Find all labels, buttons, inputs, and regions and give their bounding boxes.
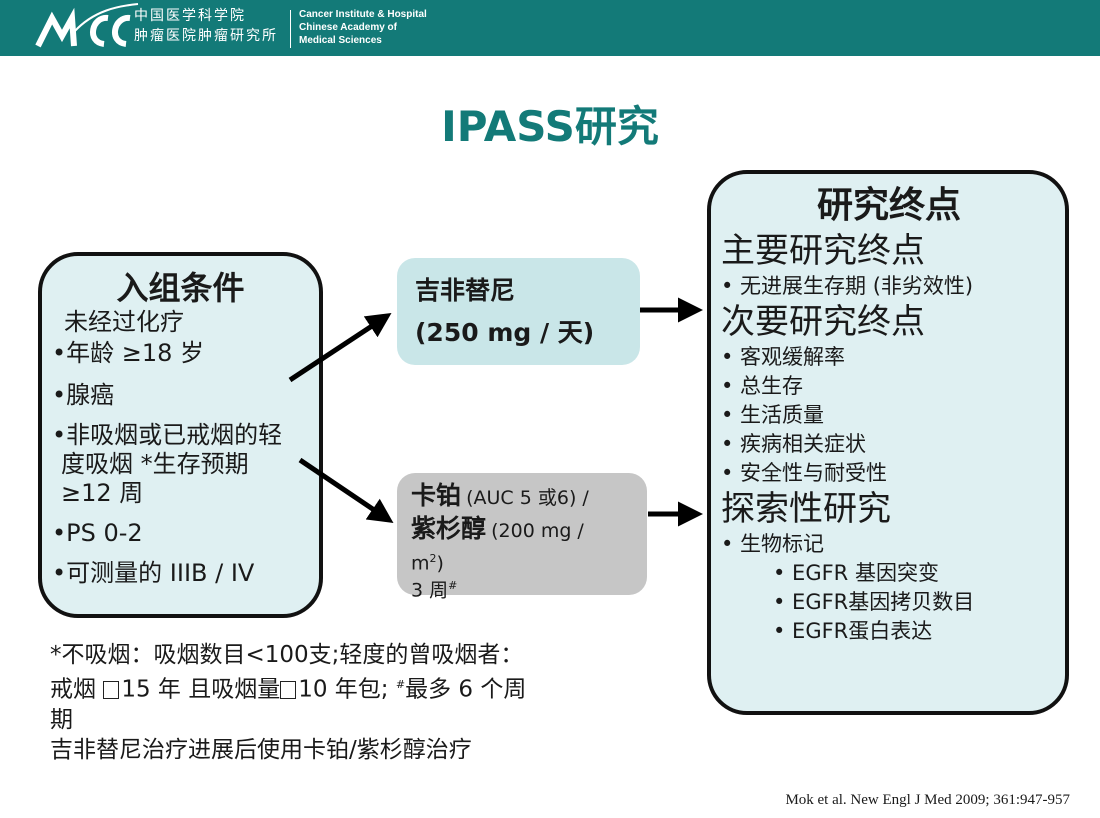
drug2-unit-sup: 2: [429, 552, 437, 565]
endpoints-box: 研究终点 主要研究终点 • 无进展生存期 (非劣效性) 次要研究终点 • 客观缓…: [707, 170, 1069, 715]
endpoint-item: • 客观缓解率: [721, 345, 846, 369]
org-name-english: Cancer Institute & Hospital Chinese Acad…: [299, 8, 427, 47]
endpoint-item: • 生物标记: [721, 532, 825, 556]
endpoints-title: 研究终点: [816, 185, 961, 226]
arrow-to-carboplatin-icon: [298, 457, 394, 524]
drug2-unit-m: m: [411, 552, 430, 575]
org-name-cn-line2: 肿瘤医院肿瘤研究所: [134, 28, 278, 44]
endpoint-item: • 总生存: [721, 374, 804, 398]
endpoint-item: • 安全性与耐受性: [721, 461, 888, 485]
primary-endpoint-heading: 主要研究终点: [721, 231, 925, 271]
drug2-name2: 紫杉醇: [411, 514, 487, 543]
inclusion-line: •可测量的 IIIB / IV: [52, 559, 255, 587]
drug2-cycle-mark: #: [448, 579, 458, 593]
carboplatin-paclitaxel-arm-box: 卡铂 (AUC 5 或6) / 紫杉醇 (200 mg / m2) 3 周#: [397, 473, 647, 602]
slide-title: IPASS研究: [441, 102, 659, 151]
inclusion-criteria-box: 入组条件 未经过化疗 •年龄 ≥18 岁 •腺癌 •非吸烟或已戒烟的轻 度吸烟 …: [38, 252, 323, 618]
inclusion-line: 未经过化疗: [64, 308, 184, 336]
arrow-to-gefitinib-icon: [288, 313, 392, 383]
footnote-line2d: #: [395, 678, 406, 691]
box-glyph-icon: [280, 680, 297, 699]
header-bar: 中国医学科学院 肿瘤医院肿瘤研究所 Cancer Institute & Hos…: [0, 0, 1100, 56]
footnote-line2a: 戒烟: [50, 676, 104, 703]
drug2-dose1: (AUC 5 或6) /: [466, 487, 589, 509]
gefitinib-arm-box: 吉非替尼 (250 mg / 天): [397, 258, 640, 365]
footnote-line2c: 10 年包;: [298, 676, 396, 703]
secondary-endpoint-heading: 次要研究终点: [721, 302, 925, 342]
inclusion-line: •腺癌: [52, 381, 115, 409]
biomarker-item: • EGFR基因拷贝数目: [773, 590, 975, 614]
footnote-line4: 吉非替尼治疗进展后使用卡铂/紫杉醇治疗: [50, 736, 472, 763]
biomarker-item: • EGFR蛋白表达: [773, 619, 933, 643]
footnote-line3: 期: [50, 706, 73, 733]
institute-logo-icon: [35, 3, 139, 48]
drug2-name1: 卡铂: [411, 481, 462, 510]
footnote-line2e: 最多 6 个周: [405, 676, 527, 703]
drug2-dose2: (200 mg /: [491, 520, 584, 542]
exploratory-heading: 探索性研究: [721, 489, 891, 529]
footnote-line2b: 15 年 且吸烟量: [121, 676, 281, 703]
inclusion-line: •PS 0-2: [52, 519, 143, 547]
footnote-line1: *不吸烟：吸烟数目<100支;轻度的曾吸烟者：: [50, 642, 524, 668]
org-name-en-line3: Medical Sciences: [299, 35, 382, 46]
drug2-cycle: 3 周: [411, 579, 449, 602]
biomarker-item: • EGFR 基因突变: [773, 561, 939, 585]
inclusion-line: 度吸烟 *生存预期: [61, 450, 249, 478]
drug1-name: 吉非替尼: [415, 276, 516, 305]
footnote-line2: 戒烟 15 年 且吸烟量 10 年包; #最多 6 个周: [50, 670, 630, 705]
citation: Mok et al. New Engl J Med 2009; 361:947-…: [785, 792, 1070, 808]
footnote: *不吸烟：吸烟数目<100支;轻度的曾吸烟者： 戒烟 15 年 且吸烟量 10 年…: [50, 640, 630, 765]
header-divider: [290, 10, 291, 48]
endpoint-item: • 无进展生存期 (非劣效性): [721, 274, 974, 298]
endpoint-item: • 疾病相关症状: [721, 432, 867, 456]
endpoint-item: • 生活质量: [721, 403, 825, 427]
org-name-en-line1: Cancer Institute & Hospital: [299, 9, 427, 20]
inclusion-title: 入组条件: [116, 269, 245, 307]
inclusion-line: •非吸烟或已戒烟的轻: [52, 421, 283, 449]
inclusion-line: •年龄 ≥18 岁: [52, 339, 205, 367]
org-name-cn-line1: 中国医学科学院: [134, 8, 246, 24]
drug2-unit-close: ): [436, 552, 444, 575]
drug1-dose: (250 mg / 天): [415, 318, 595, 347]
org-name-en-line2: Chinese Academy of: [299, 22, 397, 33]
inclusion-line: ≥12 周: [61, 479, 144, 507]
org-name-chinese: 中国医学科学院 肿瘤医院肿瘤研究所: [134, 6, 278, 46]
box-glyph-icon: [103, 680, 120, 699]
